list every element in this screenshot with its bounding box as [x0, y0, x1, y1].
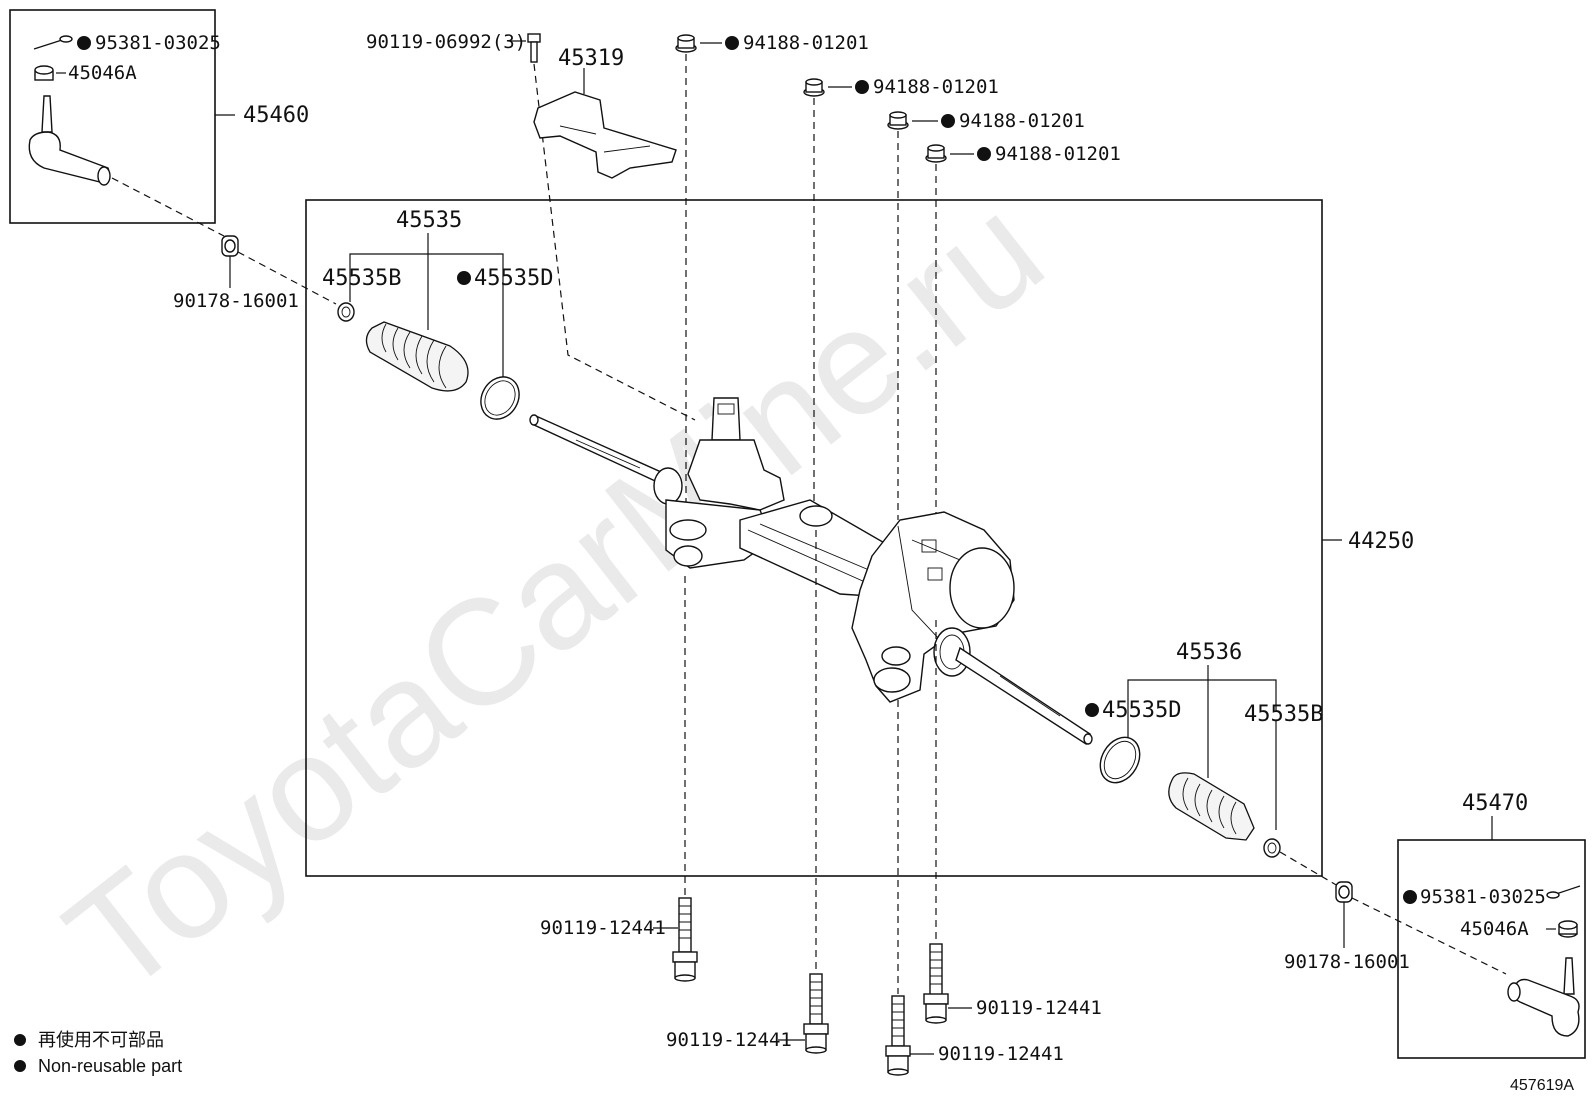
- callout-clip-right[interactable]: 45535B: [1244, 702, 1323, 727]
- legend-bullet-icon: [14, 1034, 26, 1046]
- callout-bolt-4[interactable]: 90119-12441: [976, 997, 1102, 1019]
- callout-bolt-2[interactable]: 90119-12441: [666, 1029, 792, 1051]
- callout-boot-right-group[interactable]: 45536: [1176, 640, 1242, 665]
- non-reusable-marker-icon: [1085, 703, 1099, 717]
- callout-tie-rod-end-right[interactable]: 45470: [1462, 791, 1528, 816]
- clip-left-icon: [337, 302, 355, 322]
- clamp-left-icon: [480, 376, 520, 420]
- non-reusable-marker-icon: [457, 271, 471, 285]
- cotter-pin-right-icon: [1546, 885, 1581, 899]
- callout-nut-3[interactable]: 94188-01201: [959, 110, 1085, 132]
- bolt-1-icon: [672, 897, 698, 982]
- castle-nut-right-icon: [1558, 920, 1578, 938]
- legend-item-jp: 再使用不可部品: [38, 1030, 164, 1050]
- non-reusable-marker-icon: [855, 80, 869, 94]
- bushing-left-icon: [221, 235, 239, 257]
- flange-nut-4-icon: [925, 144, 947, 163]
- bolt-3-icon: [885, 995, 911, 1076]
- callout-bolt-1[interactable]: 90119-12441: [540, 917, 666, 939]
- callout-nut-4[interactable]: 94188-01201: [995, 143, 1121, 165]
- cotter-pin-left-icon: [33, 35, 73, 50]
- flange-nut-1-icon: [675, 34, 697, 53]
- callout-nut-2[interactable]: 94188-01201: [873, 76, 999, 98]
- legend-bullet-icon: [14, 1060, 26, 1072]
- callout-bushing-right[interactable]: 90178-16001: [1284, 951, 1410, 973]
- boot-left-icon: [365, 321, 469, 392]
- callout-clamp-left[interactable]: 45535D: [474, 266, 553, 291]
- boot-right-icon: [1168, 772, 1255, 841]
- flange-nut-3-icon: [887, 111, 909, 130]
- insulator-bracket-icon: [533, 91, 677, 179]
- flange-nut-2-icon: [803, 78, 825, 97]
- bolt-small-icon: [527, 33, 541, 63]
- castle-nut-left-icon: [34, 65, 54, 81]
- non-reusable-marker-icon: [77, 36, 91, 50]
- bolt-4-icon: [923, 943, 949, 1024]
- callout-tie-rod-end-left[interactable]: 45460: [243, 103, 309, 128]
- tie-rod-end-left-frame: [9, 9, 216, 224]
- legend-item-en: Non-reusable part: [38, 1056, 182, 1076]
- callout-gear-assembly[interactable]: 44250: [1348, 529, 1414, 554]
- tie-rod-end-left-icon: [28, 95, 111, 186]
- tie-rod-end-right-icon: [1507, 957, 1580, 1037]
- callout-insulator[interactable]: 45319: [558, 46, 624, 71]
- callout-bolt-3[interactable]: 90119-12441: [938, 1043, 1064, 1065]
- clamp-right-icon: [1099, 736, 1141, 784]
- steering-gear-assembly-icon: [529, 397, 1093, 746]
- callout-clamp-right[interactable]: 45535D: [1102, 698, 1181, 723]
- callout-cotter-pin-right[interactable]: 95381-03025: [1420, 886, 1546, 908]
- callout-nut-1[interactable]: 94188-01201: [743, 32, 869, 54]
- bushing-right-icon: [1335, 881, 1353, 903]
- non-reusable-marker-icon: [725, 36, 739, 50]
- non-reusable-marker-icon: [941, 114, 955, 128]
- non-reusable-marker-icon: [977, 147, 991, 161]
- callout-cotter-pin-left[interactable]: 95381-03025: [95, 32, 221, 54]
- callout-boot-left-group[interactable]: 45535: [396, 208, 462, 233]
- callout-nut-left[interactable]: 45046A: [68, 62, 137, 84]
- callout-clip-left[interactable]: 45535B: [322, 266, 401, 291]
- diagram-code: 457619A: [1510, 1077, 1574, 1094]
- non-reusable-marker-icon: [1403, 890, 1417, 904]
- callout-bushing-left[interactable]: 90178-16001: [173, 290, 299, 312]
- clip-right-icon: [1263, 838, 1281, 858]
- callout-nut-right[interactable]: 45046A: [1460, 918, 1529, 940]
- bolt-2-icon: [803, 973, 829, 1054]
- callout-bolt-top[interactable]: 90119-06992(3): [366, 31, 526, 53]
